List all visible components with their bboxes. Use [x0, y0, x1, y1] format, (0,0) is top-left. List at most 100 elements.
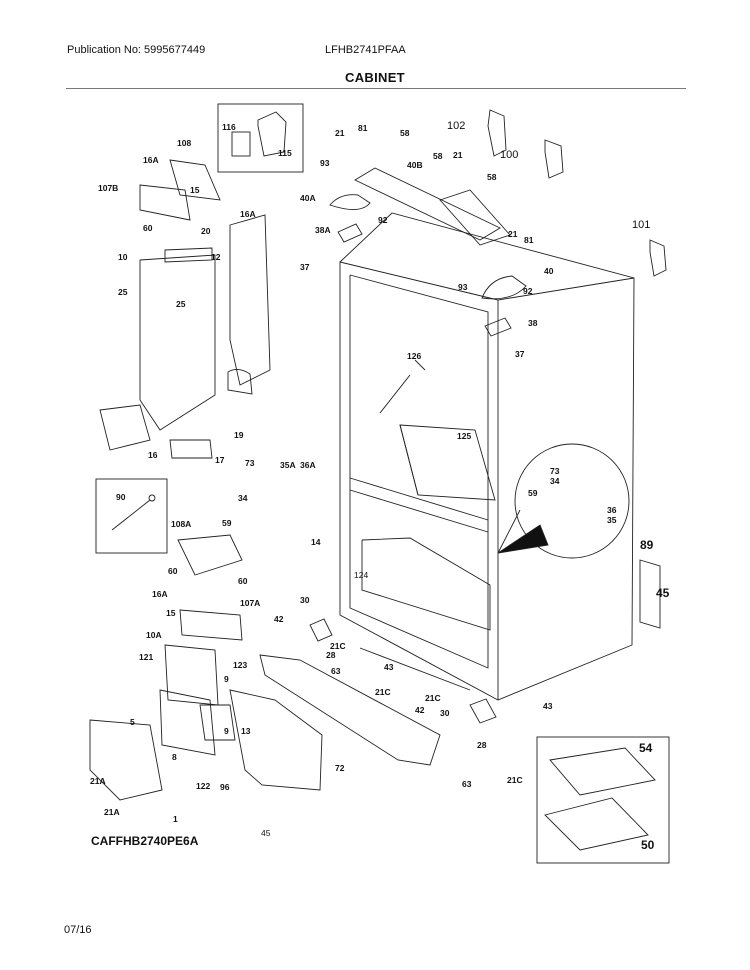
upper-hinge-left	[329, 194, 371, 243]
label-21-mid: 21	[453, 150, 463, 160]
label-125: 125	[457, 431, 471, 441]
label-34-left: 34	[238, 493, 248, 503]
detail-zoom-circle	[514, 443, 630, 559]
top-rail-40b	[354, 167, 511, 246]
label-40: 40	[544, 266, 554, 276]
label-16: 16	[148, 450, 158, 460]
label-43-left: 43	[384, 662, 394, 672]
label-58-right: 58	[487, 172, 497, 182]
label-108a: 108A	[171, 519, 191, 529]
bracket-100	[544, 139, 564, 179]
label-43-right: 43	[543, 701, 553, 711]
label-19: 19	[234, 430, 244, 440]
label-20: 20	[201, 226, 211, 236]
label-1: 1	[173, 814, 178, 824]
inset-box-54-50	[536, 736, 670, 864]
inset-box-90	[95, 478, 168, 554]
label-126: 126	[407, 351, 421, 361]
label-96: 96	[220, 782, 230, 792]
label-115: 115	[278, 148, 292, 158]
label-17: 17	[215, 455, 225, 465]
label-38a: 38A	[315, 225, 331, 235]
freezer-duct-assembly	[89, 534, 441, 801]
lower-hinge-right	[469, 698, 497, 724]
label-60-right: 60	[238, 576, 248, 586]
model-number: LFHB2741PFAA	[325, 44, 406, 56]
label-21c-far-right: 21C	[507, 775, 523, 785]
revision-date: 07/16	[64, 924, 92, 936]
label-40a: 40A	[300, 193, 316, 203]
label-63-left: 63	[331, 666, 341, 676]
label-30-right: 30	[440, 708, 450, 718]
bracket-102	[487, 109, 507, 157]
label-36a: 36A	[300, 460, 316, 470]
label-107b: 107B	[98, 183, 118, 193]
label-50: 50	[641, 838, 655, 852]
label-25-right: 25	[176, 299, 186, 309]
label-9-upper: 9	[224, 674, 229, 684]
label-21c-right: 21C	[425, 693, 441, 703]
label-89: 89	[640, 538, 654, 552]
label-54: 54	[639, 741, 653, 755]
cabinet-body	[339, 212, 635, 701]
label-16a-top: 16A	[143, 155, 159, 165]
label-12: 12	[211, 252, 221, 262]
label-72: 72	[335, 763, 345, 773]
label-124: 124	[354, 570, 368, 580]
label-59-detail: 59	[528, 488, 538, 498]
label-15-low: 15	[166, 608, 176, 618]
label-92-right: 92	[523, 286, 533, 296]
air-duct-assembly	[99, 159, 271, 459]
label-16a-low: 16A	[152, 589, 168, 599]
label-21c-left: 21C	[330, 641, 346, 651]
side-panel-89	[639, 559, 661, 629]
lower-hinge-left	[309, 618, 333, 642]
label-37-left: 37	[300, 262, 310, 272]
label-102: 102	[447, 120, 465, 132]
label-93-right: 93	[458, 282, 468, 292]
label-38: 38	[528, 318, 538, 328]
label-108: 108	[177, 138, 191, 148]
label-36-detail: 36	[607, 505, 617, 515]
label-63-right: 63	[462, 779, 472, 789]
label-28-right: 28	[477, 740, 487, 750]
label-73-left: 73	[245, 458, 255, 468]
label-121: 121	[139, 652, 153, 662]
label-30-left: 30	[300, 595, 310, 605]
label-59-left: 59	[222, 518, 232, 528]
label-25-left: 25	[118, 287, 128, 297]
section-title: CABINET	[345, 70, 405, 85]
label-42-right: 42	[415, 705, 425, 715]
label-58-top: 58	[400, 128, 410, 138]
label-93-top: 93	[320, 158, 330, 168]
label-123: 123	[233, 660, 247, 670]
label-116: 116	[222, 122, 236, 132]
label-16a-mid: 16A	[240, 209, 256, 219]
label-35a: 35A	[280, 460, 296, 470]
label-35-detail: 35	[607, 515, 617, 525]
bracket-101	[649, 239, 667, 277]
part-labels: 116 115 108 16A 107B 15 16A 60 20 10 12 …	[90, 120, 670, 852]
label-60-top: 60	[143, 223, 153, 233]
label-21c-mid: 21C	[375, 687, 391, 697]
label-92-top: 92	[378, 215, 388, 225]
publication-number: Publication No: 5995677449	[67, 44, 206, 56]
inset-box-115	[217, 103, 304, 173]
label-15-top: 15	[190, 185, 200, 195]
label-21a-upper: 21A	[90, 776, 106, 786]
label-28-left: 28	[326, 650, 336, 660]
label-14: 14	[311, 537, 321, 547]
label-81-right: 81	[524, 235, 534, 245]
header-rule	[66, 88, 686, 89]
label-58-mid: 58	[433, 151, 443, 161]
label-73-detail: 73	[550, 466, 560, 476]
label-45-bottom: 45	[261, 828, 271, 838]
label-45-side: 45	[656, 586, 670, 600]
label-10: 10	[118, 252, 128, 262]
label-100: 100	[500, 149, 518, 161]
label-21a-lower: 21A	[104, 807, 120, 817]
label-90: 90	[116, 492, 126, 502]
label-21-right: 21	[508, 229, 518, 239]
label-21-top: 21	[335, 128, 345, 138]
